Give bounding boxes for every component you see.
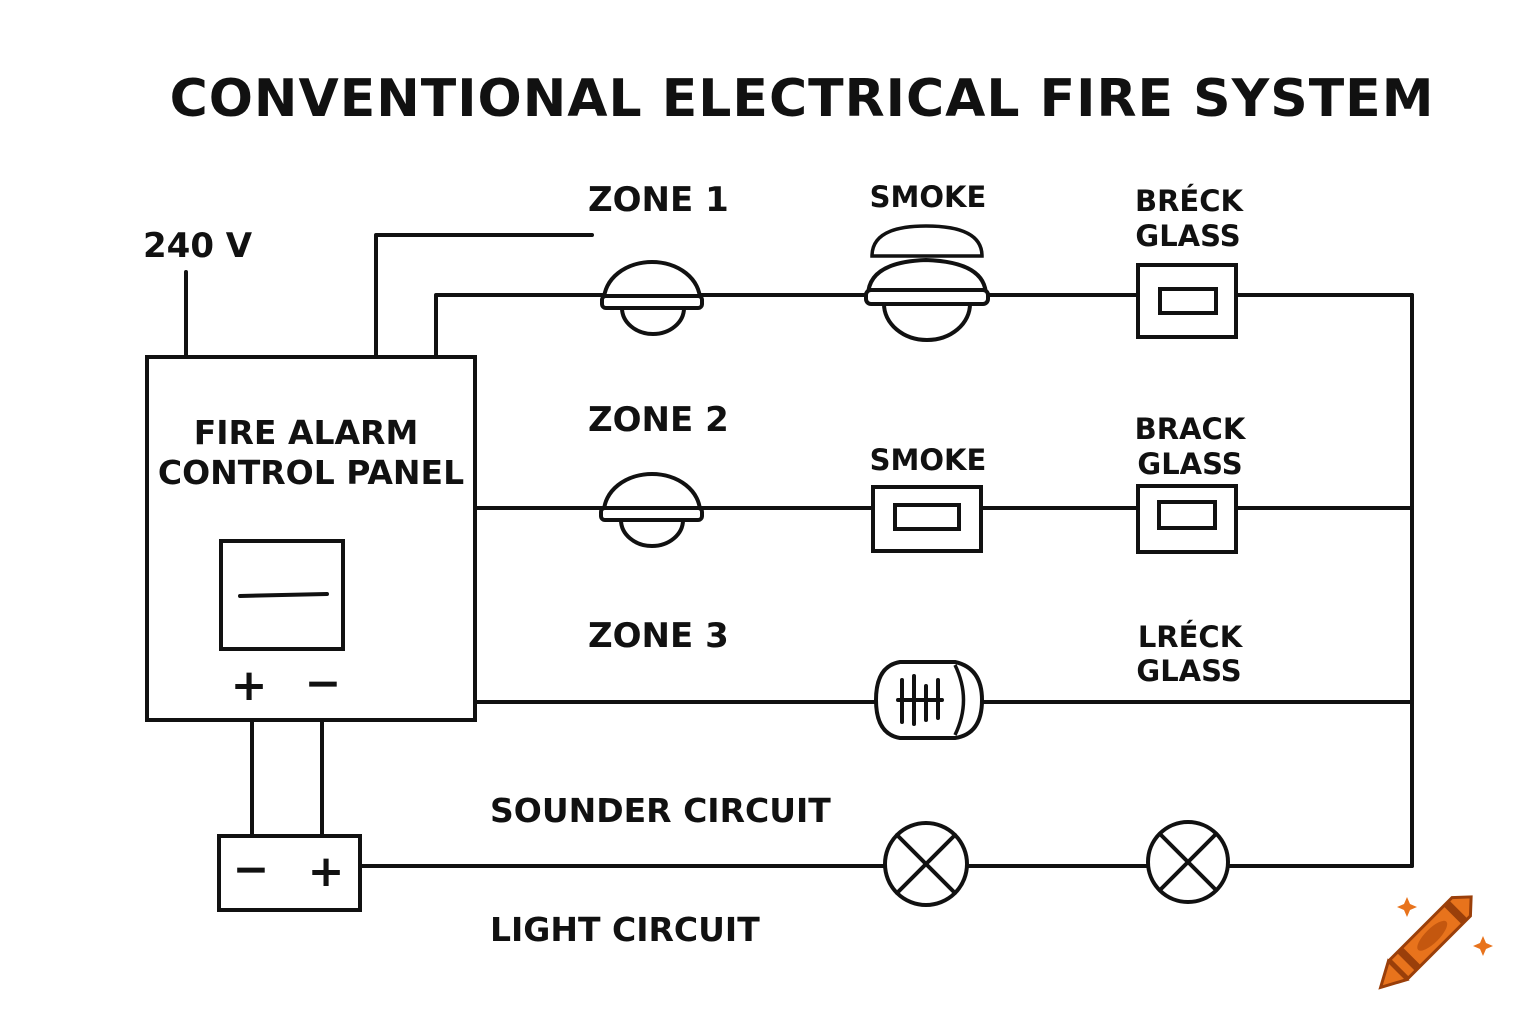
diagram-title: CONVENTIONAL ELECTRICAL FIRE SYSTEM bbox=[170, 69, 1435, 129]
zone1-smoke-detector-icon bbox=[864, 224, 990, 342]
light-circuit-label: LIGHT CIRCUIT bbox=[490, 910, 760, 949]
lamp-1-icon bbox=[883, 821, 969, 907]
zone1-feed-wire bbox=[374, 233, 594, 359]
zone2-label: ZONE 2 bbox=[588, 400, 729, 440]
battery-plus-terminal: + bbox=[308, 846, 345, 897]
zone1-break-glass-label-line2: GLASS bbox=[1135, 219, 1240, 253]
sounder-circuit-label: SOUNDER CIRCUIT bbox=[490, 791, 831, 830]
lamp-2-icon bbox=[1146, 820, 1230, 904]
zone1-break-glass-icon bbox=[1136, 263, 1238, 339]
zone1-circuit-wire bbox=[434, 293, 1414, 359]
zone3-break-glass-label-line1: LRÉCK bbox=[1138, 620, 1244, 654]
zone2-break-glass-icon bbox=[1136, 484, 1238, 554]
zone2-break-glass-label-line1: BRACK bbox=[1135, 412, 1247, 446]
fire-alarm-control-panel: FIRE ALARM CONTROL PANEL + − bbox=[145, 355, 477, 722]
crayon-logo-icon bbox=[1378, 895, 1493, 990]
supply-voltage-label: 240 V bbox=[143, 226, 253, 266]
panel-display-indicator bbox=[238, 592, 329, 598]
zone2-break-glass-label-line2: GLASS bbox=[1137, 447, 1242, 481]
zone3-detector-icon bbox=[873, 660, 985, 740]
zone3-label: ZONE 3 bbox=[588, 616, 729, 656]
zone1-label: ZONE 1 bbox=[588, 180, 729, 220]
panel-minus-terminal: − bbox=[305, 658, 342, 709]
battery: − + bbox=[217, 834, 362, 912]
zone1-break-glass-label-line1: BRÉCK bbox=[1135, 184, 1245, 218]
panel-plus-terminal: + bbox=[231, 660, 268, 711]
zone2-heat-detector-icon bbox=[599, 472, 704, 548]
zone3-break-glass-label-line2: GLASS bbox=[1136, 654, 1241, 688]
zone2-smoke-label: SMOKE bbox=[870, 443, 987, 477]
zone1-heat-detector-icon bbox=[600, 260, 704, 336]
zone2-smoke-detector-icon bbox=[871, 485, 983, 553]
battery-minus-terminal: − bbox=[233, 844, 270, 895]
panel-title-line1: FIRE ALARM bbox=[194, 413, 419, 452]
zone1-smoke-label: SMOKE bbox=[870, 180, 987, 214]
panel-title-line2: CONTROL PANEL bbox=[158, 453, 464, 492]
